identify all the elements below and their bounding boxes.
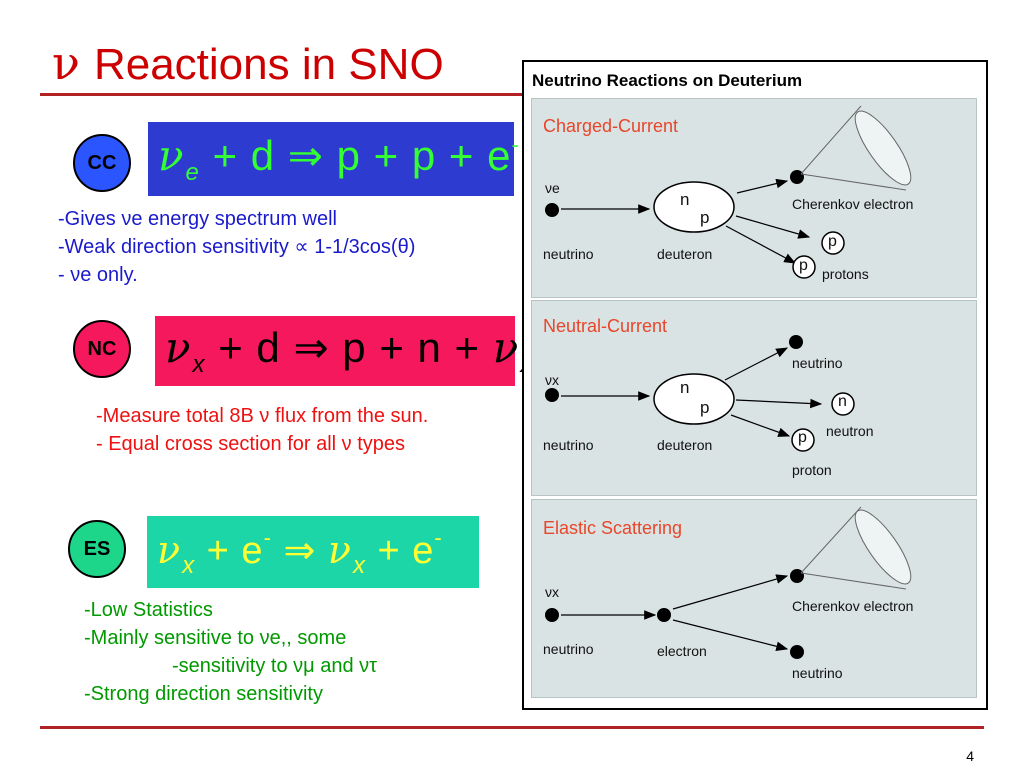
nc-notes: -Measure total 8B ν flux from the sun. -… [96, 402, 428, 458]
cc-note-3: - νe only. [58, 261, 415, 289]
title-nu-symbol: ν [52, 36, 80, 90]
es-note-3: -sensitivity to νμ and ντ [84, 652, 377, 680]
es-notes: -Low Statistics -Mainly sensitive to νe,… [84, 596, 377, 708]
es-note-2: -Mainly sensitive to νe,, some [84, 624, 377, 652]
cc-out-protons: protons [822, 266, 869, 282]
cc-equation-box: νe + d ⇒ p + p + e- [148, 122, 514, 196]
es-neutrino-label: neutrino [543, 641, 594, 657]
cc-equation: νe + d ⇒ p + p + e- [158, 131, 520, 187]
cc-p-label: p [700, 208, 709, 228]
nc-neutrino-label: neutrino [543, 437, 594, 453]
es-out-neutrino: neutrino [792, 665, 843, 681]
nc-equation-box: νx + d ⇒ p + n + νx [155, 316, 515, 386]
nc-out-proton: proton [792, 462, 832, 478]
nc-badge-label: NC [88, 338, 117, 361]
es-arrow-electron [673, 576, 787, 609]
title-text: Reactions in SNO [94, 40, 444, 89]
es-neutrino-dot [545, 608, 559, 622]
cc-pp1-label: p [828, 233, 837, 251]
cc-arrow-proton2 [726, 226, 795, 263]
nc-badge: NC [73, 320, 131, 378]
es-badge-label: ES [84, 538, 111, 561]
slide-title: ν Reactions in SNO [52, 36, 444, 90]
panel-title: Neutrino Reactions on Deuterium [532, 71, 802, 91]
cc-badge-label: CC [88, 152, 117, 175]
nc-equation: νx + d ⇒ p + n + νx [165, 323, 533, 379]
es-nu-label: νx [545, 584, 559, 600]
footer-rule [40, 726, 984, 729]
nc-deuteron [654, 374, 734, 424]
cc-note-2: -Weak direction sensitivity ∝ 1-1/3cos(θ… [58, 233, 415, 261]
nc-out-neutron: neutron [826, 423, 873, 439]
es-note-1: -Low Statistics [84, 596, 377, 624]
cc-notes: -Gives νe energy spectrum well -Weak dir… [58, 205, 415, 289]
nc-deuteron-label: deuteron [657, 437, 712, 453]
nc-op-label: p [798, 429, 807, 447]
es-out-neutrino-dot [790, 645, 804, 659]
nc-nu-label: νx [545, 372, 559, 388]
es-note-4: -Strong direction sensitivity [84, 680, 377, 708]
cc-badge: CC [73, 134, 131, 192]
cc-neutrino-label: neutrino [543, 246, 594, 262]
nc-note-2: - Equal cross section for all ν types [96, 430, 428, 458]
es-out-electron-dot [790, 569, 804, 583]
cc-arrow-proton1 [736, 216, 809, 237]
cc-cone-mouth [846, 104, 919, 192]
nc-note-1: -Measure total 8B ν flux from the sun. [96, 402, 428, 430]
es-electron-label: electron [657, 643, 707, 659]
cc-neutrino-dot [545, 203, 559, 217]
nc-on-label: n [838, 393, 847, 411]
cc-n-label: n [680, 190, 689, 210]
es-badge: ES [68, 520, 126, 578]
cc-arrow-electron [737, 181, 787, 193]
cc-nu-label: νe [545, 180, 560, 196]
nc-arrow-neutrino [725, 348, 787, 380]
nc-p-label: p [700, 398, 709, 418]
nc-arrow-neutron [736, 400, 821, 404]
cc-electron-dot [790, 170, 804, 184]
page-number: 4 [966, 748, 974, 764]
nc-n-label: n [680, 378, 689, 398]
title-rule [40, 93, 522, 96]
es-cone-mouth [846, 503, 919, 591]
es-electron-dot [657, 608, 671, 622]
es-equation-box: νx + e- ⇒ νx + e- [147, 516, 479, 588]
nc-out-neutrino-dot [789, 335, 803, 349]
cc-deuteron [654, 182, 734, 232]
cc-note-1: -Gives νe energy spectrum well [58, 205, 415, 233]
cc-out-electron: Cherenkov electron [792, 196, 913, 212]
es-out-electron: Cherenkov electron [792, 598, 913, 614]
nc-out-neutrino: neutrino [792, 355, 843, 371]
nc-neutrino-dot [545, 388, 559, 402]
cc-deuteron-label: deuteron [657, 246, 712, 262]
es-equation: νx + e- ⇒ νx + e- [157, 525, 443, 580]
nc-arrow-proton [731, 415, 789, 436]
nc-diagram [531, 300, 975, 494]
cc-pp2-label: p [799, 257, 808, 275]
